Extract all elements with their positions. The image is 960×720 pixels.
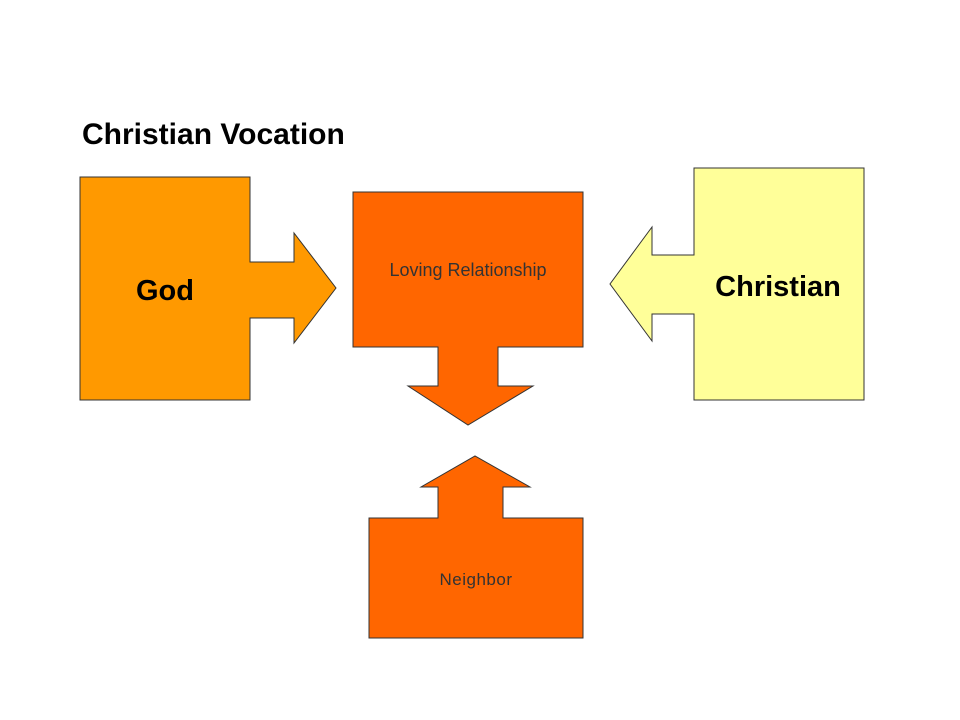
christian-arrow-callout — [609, 167, 865, 401]
slide-title: Christian Vocation — [82, 118, 345, 151]
neighbor-label: Neighbor — [440, 570, 513, 589]
neighbor-arrow-callout — [368, 455, 584, 639]
relationship-arrow-callout — [352, 191, 584, 426]
christian-label: Christian — [715, 271, 841, 303]
relationship-label: Loving Relationship — [389, 260, 546, 280]
god-label: God — [136, 275, 194, 307]
god-arrow-callout — [79, 176, 337, 401]
